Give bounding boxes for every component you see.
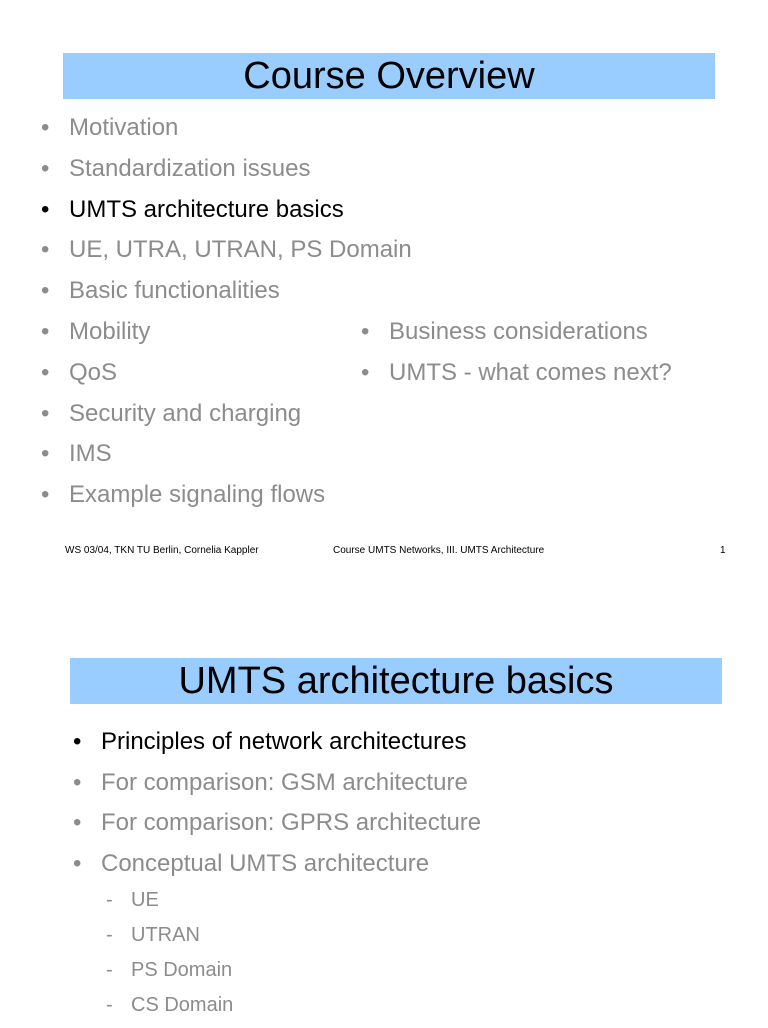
topic-item: For comparison: GSM architecture: [73, 769, 481, 810]
agenda-item: QoS: [41, 359, 412, 400]
agenda-item-current: UMTS architecture basics: [41, 196, 412, 237]
agenda-list: Motivation Standardization issues UMTS a…: [41, 114, 412, 522]
subtopic-item: UE: [106, 888, 233, 923]
agenda-item: IMS: [41, 440, 412, 481]
footer-author: WS 03/04, TKN TU Berlin, Cornelia Kapple…: [65, 545, 259, 556]
footer-course: Course UMTS Networks, III. UMTS Architec…: [333, 545, 545, 556]
subtopic-list: UE UTRAN PS Domain CS Domain: [106, 888, 233, 1028]
topic-list: Principles of network architectures For …: [73, 728, 481, 891]
agenda-item: Motivation: [41, 114, 412, 155]
subtopic-item: PS Domain: [106, 958, 233, 993]
subtopic-item: CS Domain: [106, 993, 233, 1028]
agenda-item: UMTS - what comes next?: [361, 359, 672, 400]
slide-umts-architecture-basics: UMTS architecture basics Principles of n…: [0, 600, 768, 1024]
agenda-item: Security and charging: [41, 400, 412, 441]
agenda-item: Standardization issues: [41, 155, 412, 196]
topic-item: For comparison: GPRS architecture: [73, 809, 481, 850]
topic-item: Conceptual UMTS architecture: [73, 850, 481, 891]
agenda-item: Basic functionalities: [41, 277, 412, 318]
topic-item-current: Principles of network architectures: [73, 728, 481, 769]
footer-page-number: 1: [720, 545, 726, 556]
agenda-item: Example signaling flows: [41, 481, 412, 522]
agenda-item: Mobility: [41, 318, 412, 359]
subtopic-item: UTRAN: [106, 923, 233, 958]
agenda-list-right: Business considerations UMTS - what come…: [361, 318, 672, 400]
slide-course-overview: Course Overview Motivation Standardizati…: [0, 0, 768, 570]
agenda-item: UE, UTRA, UTRAN, PS Domain: [41, 236, 412, 277]
slide-title: Course Overview: [63, 53, 715, 99]
agenda-item: Business considerations: [361, 318, 672, 359]
slide-title: UMTS architecture basics: [70, 658, 722, 704]
